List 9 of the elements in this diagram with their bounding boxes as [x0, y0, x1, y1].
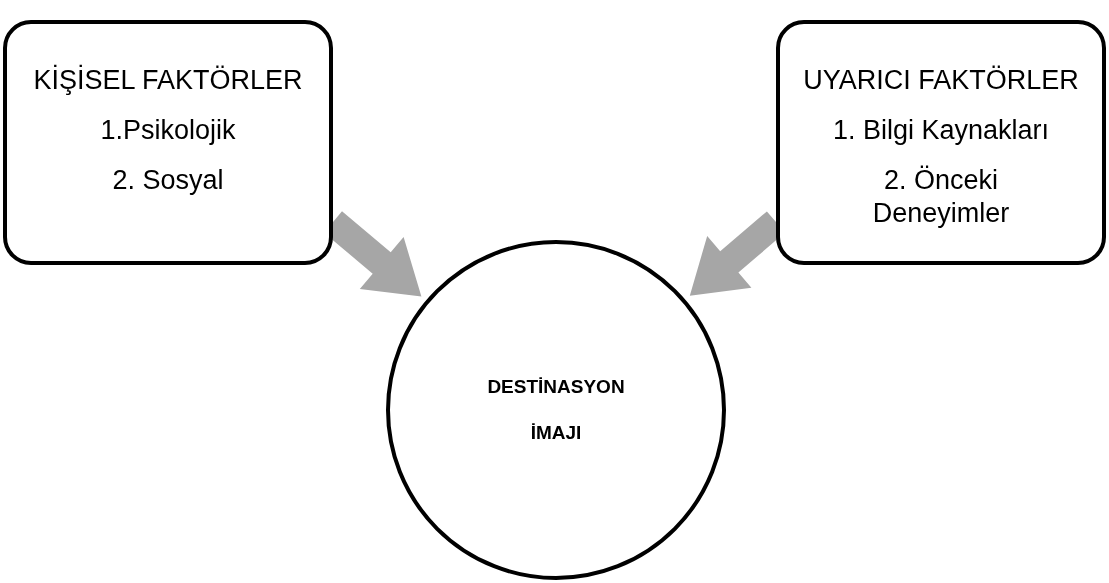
box-item: 2. Önceki Deneyimler	[871, 163, 1011, 231]
rounded-box	[3, 20, 333, 265]
box-heading: KİŞİSEL FAKTÖRLER	[33, 64, 303, 97]
box-item: 2. Sosyal	[112, 163, 224, 197]
rounded-box	[776, 20, 1106, 265]
box-heading: UYARICI FAKTÖRLER	[803, 64, 1079, 97]
box-item: 1. Bilgi Kaynakları	[832, 113, 1050, 147]
circle-label: DESTİNASYON İMAJI	[486, 375, 626, 445]
box-item: 1.Psikolojik	[100, 113, 236, 147]
